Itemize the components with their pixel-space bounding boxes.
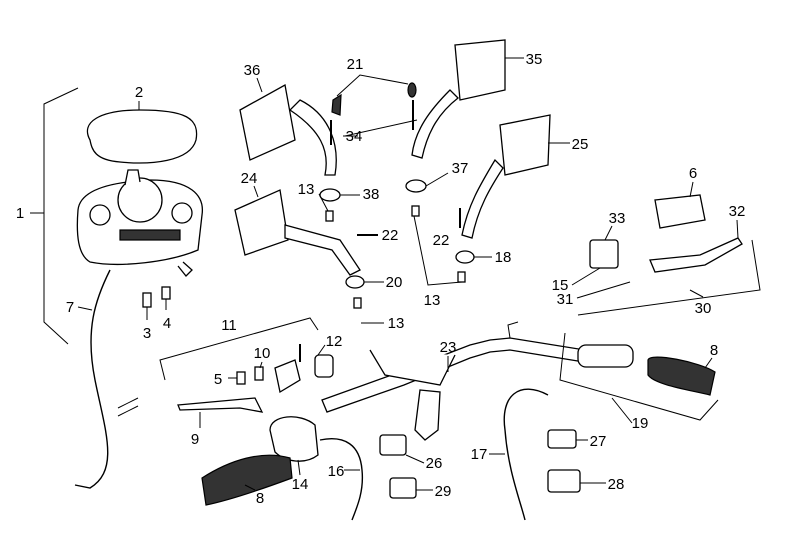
- mirror-36: [239, 77, 337, 176]
- callout-label-32: 32: [729, 203, 746, 220]
- adapter-37: [405, 179, 427, 193]
- instrument-glass: [86, 109, 198, 164]
- callout-label-6: 6: [689, 165, 697, 182]
- switch-26: [379, 434, 407, 456]
- callout-label-23: 23: [440, 339, 457, 356]
- callout-label-36: 36: [244, 62, 261, 79]
- callout-label-19: 19: [632, 415, 649, 432]
- callout-label-13: 13: [298, 181, 315, 198]
- callout-label-2: 2: [135, 84, 143, 101]
- callout-label-21: 21: [347, 56, 364, 73]
- callout-label-26: 26: [426, 455, 443, 472]
- callout-label-37: 37: [452, 160, 469, 177]
- callout-label-9: 9: [191, 431, 199, 448]
- callout-label-28: 28: [608, 476, 625, 493]
- callout-label-17: 17: [471, 446, 488, 463]
- switch-28: [547, 469, 581, 493]
- mirror-24: [234, 185, 361, 276]
- callout-label-13: 13: [424, 292, 441, 309]
- callout-label-25: 25: [572, 136, 589, 153]
- bracket-1: [30, 87, 79, 345]
- lever-left: [177, 397, 264, 413]
- callout-label-1: 1: [16, 205, 24, 222]
- speedometer-dial: [117, 177, 163, 223]
- adapter-38: [319, 188, 341, 202]
- callout-label-27: 27: [590, 433, 607, 450]
- callout-label-33: 33: [609, 210, 626, 227]
- adapter-18: [455, 250, 475, 264]
- callout-label-11: 11: [221, 317, 237, 334]
- adapter-20: [345, 275, 365, 289]
- callout-label-35: 35: [526, 51, 543, 68]
- callout-label-10: 10: [254, 345, 271, 362]
- callout-label-12: 12: [326, 333, 343, 350]
- lever-right: [649, 237, 743, 273]
- callout-label-8: 8: [256, 490, 264, 507]
- cable-17: [503, 388, 549, 521]
- callout-label-16: 16: [328, 463, 345, 480]
- master-cylinder: [589, 239, 619, 269]
- switch-housing-14: [269, 416, 319, 462]
- callout-label-30: 30: [695, 300, 712, 317]
- callout-label-7: 7: [66, 299, 74, 316]
- speedometer-cable: [74, 269, 111, 489]
- mirror-25: [461, 114, 570, 239]
- grip-right: [647, 356, 716, 396]
- callout-label-29: 29: [435, 483, 452, 500]
- callout-label-8: 8: [710, 342, 718, 359]
- callout-label-20: 20: [386, 274, 403, 291]
- callout-label-15: 15: [552, 277, 569, 294]
- throttle-tube: [577, 344, 634, 368]
- cap-21: [331, 93, 342, 116]
- cable-16: [319, 438, 364, 521]
- callout-label-18: 18: [495, 249, 512, 266]
- callout-label-4: 4: [163, 315, 171, 332]
- reservoir-cap: [654, 194, 706, 229]
- callout-label-38: 38: [363, 186, 380, 203]
- callout-label-24: 24: [241, 170, 258, 187]
- mirror-35: [411, 39, 524, 159]
- bulb-4: [161, 286, 171, 300]
- callout-label-5: 5: [214, 371, 222, 388]
- switch-29: [389, 477, 417, 499]
- bracket-12: [314, 354, 334, 378]
- callout-label-14: 14: [292, 476, 309, 493]
- callout-label-22: 22: [433, 232, 450, 249]
- callout-label-31: 31: [557, 291, 574, 308]
- callout-label-13: 13: [388, 315, 405, 332]
- callout-label-3: 3: [143, 325, 151, 342]
- callout-label-22: 22: [382, 227, 399, 244]
- bulb-3: [142, 292, 152, 308]
- callout-label-34: 34: [346, 128, 363, 145]
- switch-27: [547, 429, 577, 449]
- grip-left: [201, 454, 293, 506]
